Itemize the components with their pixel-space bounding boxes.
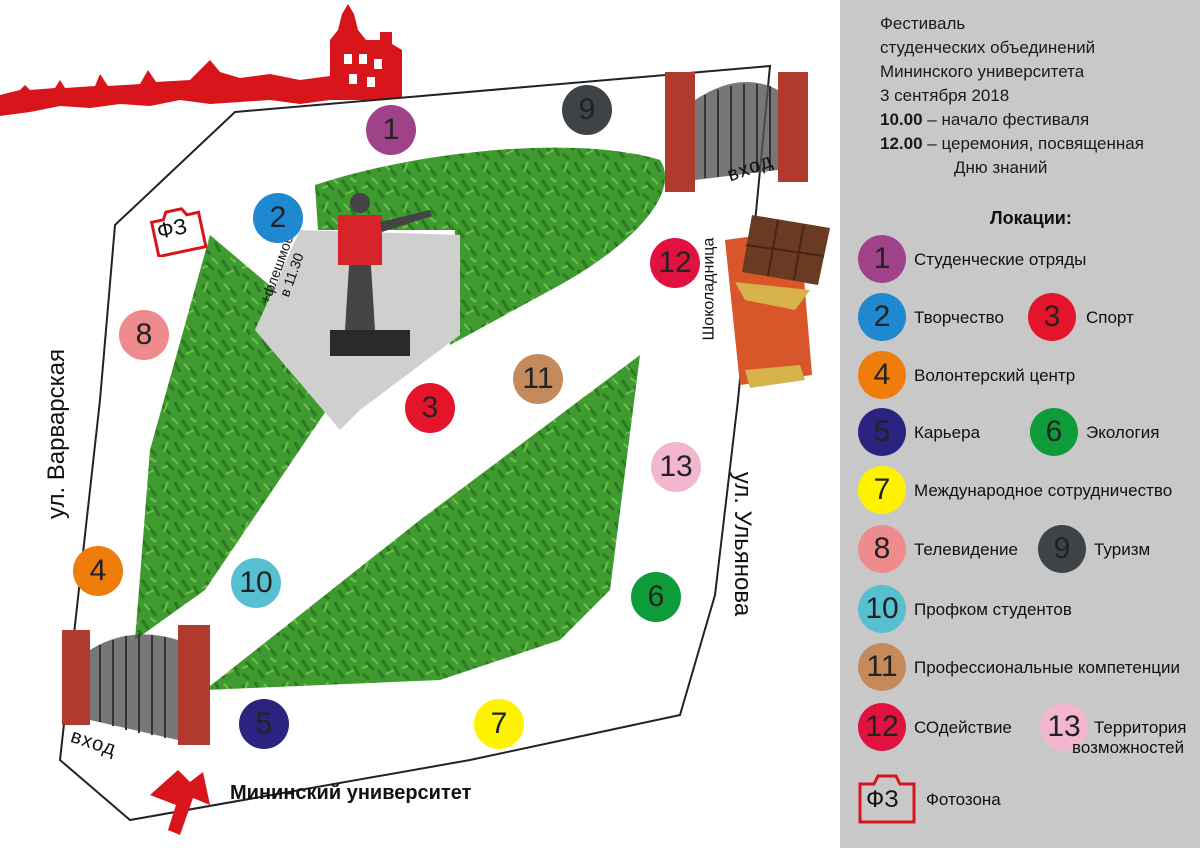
festival-date: 3 сентября 2018 [880,86,1010,105]
map-location-3: 3 [405,383,455,433]
map-location-1: 1 [366,105,416,155]
kremlin-wall-silhouette [0,4,402,116]
legend-label-1: Студенческие отряды [914,250,1087,269]
lawn-top [315,147,666,345]
chocolate-bar [725,215,830,388]
legend-label-10: Профком студентов [914,600,1072,619]
map-location-8: 8 [119,310,169,360]
legend-label-photo: Фотозона [926,790,1001,809]
university-name: Мининский университет [230,782,472,804]
legend-marker-13: 13 [1040,703,1088,751]
legend-marker-7: 7 [858,466,906,514]
schedule-item-1: 10.00 – начало фестиваля [880,110,1090,129]
monument [330,193,432,356]
gate-bottom [62,625,210,745]
legend-label-9: Туризм [1094,540,1151,559]
legend-marker-12: 12 [858,703,906,751]
park-map: ФЗ ул. Варварская ул. Ульянова вход вход… [0,4,830,835]
legend-marker-4: 4 [858,351,906,399]
legend-photo-icon-label: ФЗ [866,786,899,813]
map-location-7: 7 [474,699,524,749]
map-location-6: 6 [631,572,681,622]
legend-label-6: Экология [1086,423,1160,442]
map-location-11: 11 [513,354,563,404]
schedule-item-2-cont: Дню знаний [954,158,1048,177]
map-location-5: 5 [239,699,289,749]
legend-marker-2: 2 [858,293,906,341]
chocolate-shop-label: Шоколадница [700,237,718,341]
university-logo [150,770,210,835]
legend-label-2: Творчество [914,308,1004,327]
legend-label-12: СОдействие [914,718,1012,737]
map-graphic [0,4,830,835]
gate-top [665,72,808,192]
festival-title-line1: Фестиваль [880,14,966,33]
legend-marker-1: 1 [858,235,906,283]
map-location-9: 9 [562,85,612,135]
legend-marker-5: 5 [858,408,906,456]
map-location-13: 13 [651,442,701,492]
map-location-10: 10 [231,558,281,608]
schedule-item-2: 12.00 – церемония, посвященная [880,134,1144,153]
festival-title-line2: студенческих объединений [880,38,1096,57]
legend-label-13-cont: возможностей [1072,738,1185,757]
lawn-right [205,355,640,690]
map-location-4: 4 [73,546,123,596]
street-left-label: ул. Варварская [43,348,71,520]
legend-label-5: Карьера [914,423,981,442]
map-location-12: 12 [650,238,700,288]
legend-label-3: Спорт [1086,308,1134,327]
legend-label-8: Телевидение [914,540,1018,559]
legend-label-7: Международное сотрудничество [914,481,1173,500]
festival-info: Фестиваль студенческих объединений Минин… [880,12,1144,180]
legend-label-4: Волонтерский центр [914,366,1076,385]
legend-marker-3: 3 [1028,293,1076,341]
legend-marker-9: 9 [1038,525,1086,573]
camera-icon [149,207,208,257]
street-right-label: ул. Ульянова [729,471,757,617]
legend-marker-10: 10 [858,585,906,633]
legend-marker-8: 8 [858,525,906,573]
legend-marker-6: 6 [1030,408,1078,456]
legend-title: Локации: [990,208,1072,228]
legend-marker-11: 11 [858,643,906,691]
map-location-2: 2 [253,193,303,243]
camera-icon-legend [858,774,916,824]
festival-title-line3: Мининского университета [880,62,1085,81]
legend-label-13: Территория [1094,718,1187,737]
legend-label-11: Профессиональные компетенции [914,658,1180,677]
